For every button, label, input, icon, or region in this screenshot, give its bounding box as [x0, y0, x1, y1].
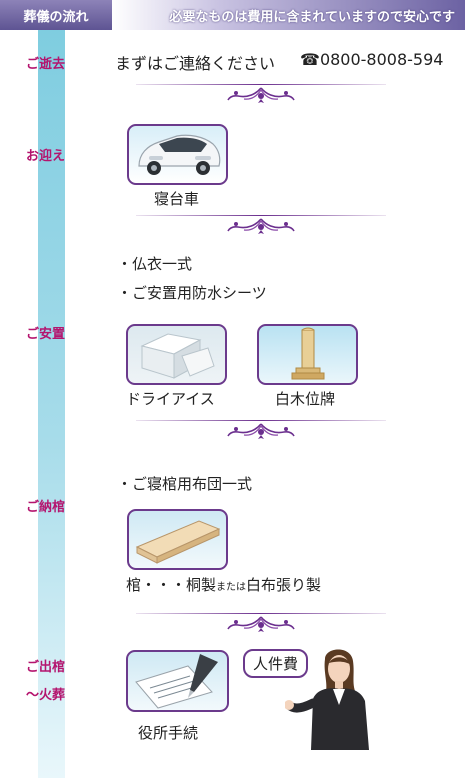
ihai-icon: [291, 327, 325, 380]
coffin-label-alt: 白布張り製: [246, 576, 322, 594]
vehicle-image: [127, 124, 228, 185]
phone-icon: ☎: [300, 50, 320, 69]
ornament-icon: [227, 87, 295, 104]
procedure-image: [126, 650, 229, 712]
document-pen-icon: [135, 654, 218, 709]
ihai-image: [257, 324, 358, 385]
ornament-icon: [227, 616, 295, 633]
procedure-label: 役所手続: [138, 724, 199, 742]
phone-number-link[interactable]: ☎0800-8008-594: [300, 50, 443, 69]
step-label-gosekyo: ご逝去: [26, 57, 66, 72]
step-label-gonokan: ご納棺: [26, 500, 66, 515]
list-item: ・ご寝棺用布団一式: [117, 475, 253, 493]
divider: [136, 613, 386, 614]
vehicle-label: 寝台車: [154, 190, 200, 208]
step-label-goanchi: ご安置: [26, 327, 66, 342]
header-tagline: 必要なものは費用に含まれていますので安心です: [112, 0, 465, 30]
contact-text: まずはご連絡ください: [115, 54, 276, 73]
ornament-icon: [227, 218, 295, 235]
step-label-kaso: ～火葬: [26, 688, 66, 703]
divider: [136, 420, 386, 421]
staff-woman-icon: [285, 649, 369, 750]
list-item: ・ご安置用防水シーツ: [117, 284, 267, 302]
divider: [136, 84, 386, 85]
timeline-bar: [38, 30, 65, 778]
dry-ice-image: [126, 324, 227, 385]
page-title: 葬儀の流れ: [0, 0, 112, 30]
phone-number: 0800-8008-594: [319, 50, 444, 69]
coffin-image: [127, 509, 228, 570]
car-icon: [138, 134, 221, 175]
step-label-omukae: お迎え: [26, 149, 66, 164]
coffin-label-main: 棺・・・桐製: [126, 576, 217, 594]
divider: [136, 215, 386, 216]
coffin-label-or: または: [216, 582, 247, 593]
staff-fee-bubble: 人件費: [243, 649, 309, 678]
ornament-icon: [227, 423, 295, 440]
ihai-label: 白木位牌: [275, 390, 336, 408]
dry-ice-label: ドライアイス: [126, 390, 215, 408]
coffin-label: 棺・・・桐製または白布張り製: [126, 574, 321, 595]
dry-ice-icon: [140, 333, 215, 379]
step-label-goshukkan: ご出棺: [26, 660, 66, 675]
list-item: ・仏衣一式: [117, 255, 193, 273]
coffin-icon: [135, 520, 221, 564]
